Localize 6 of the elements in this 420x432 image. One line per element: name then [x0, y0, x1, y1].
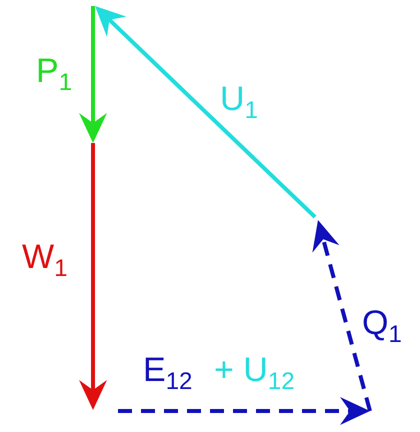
vector-label: + U$_{12}$: [214, 353, 295, 394]
vector-label: W$_{1}$: [22, 240, 68, 281]
vector-label: P$_{1}$: [36, 54, 72, 95]
vector-label: Q$_{1}$: [362, 306, 402, 347]
vector-label: U$_{1}$: [220, 82, 258, 123]
vector-label: E$_{12}$: [143, 353, 192, 394]
